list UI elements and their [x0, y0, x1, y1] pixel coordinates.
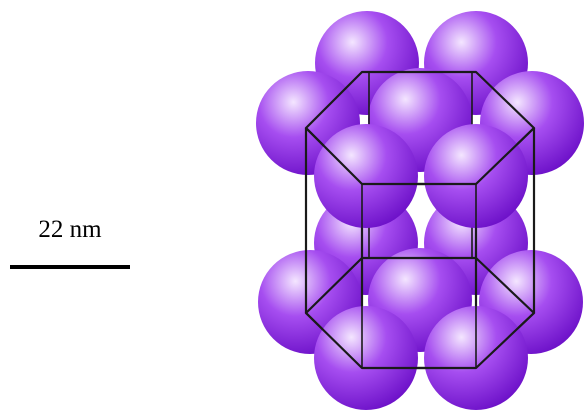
scale-bar: 22 nm — [10, 205, 130, 275]
scale-bar-line — [10, 265, 130, 269]
atom — [424, 124, 528, 228]
atom — [314, 306, 418, 410]
atom-layer-front-top — [314, 124, 528, 228]
unit-cell-front-edges — [305, 127, 535, 370]
scale-bar-label: 22 nm — [38, 216, 102, 243]
top-hexagon-front — [305, 127, 535, 186]
bottom-hexagon-front — [305, 312, 535, 370]
atom — [314, 124, 418, 228]
